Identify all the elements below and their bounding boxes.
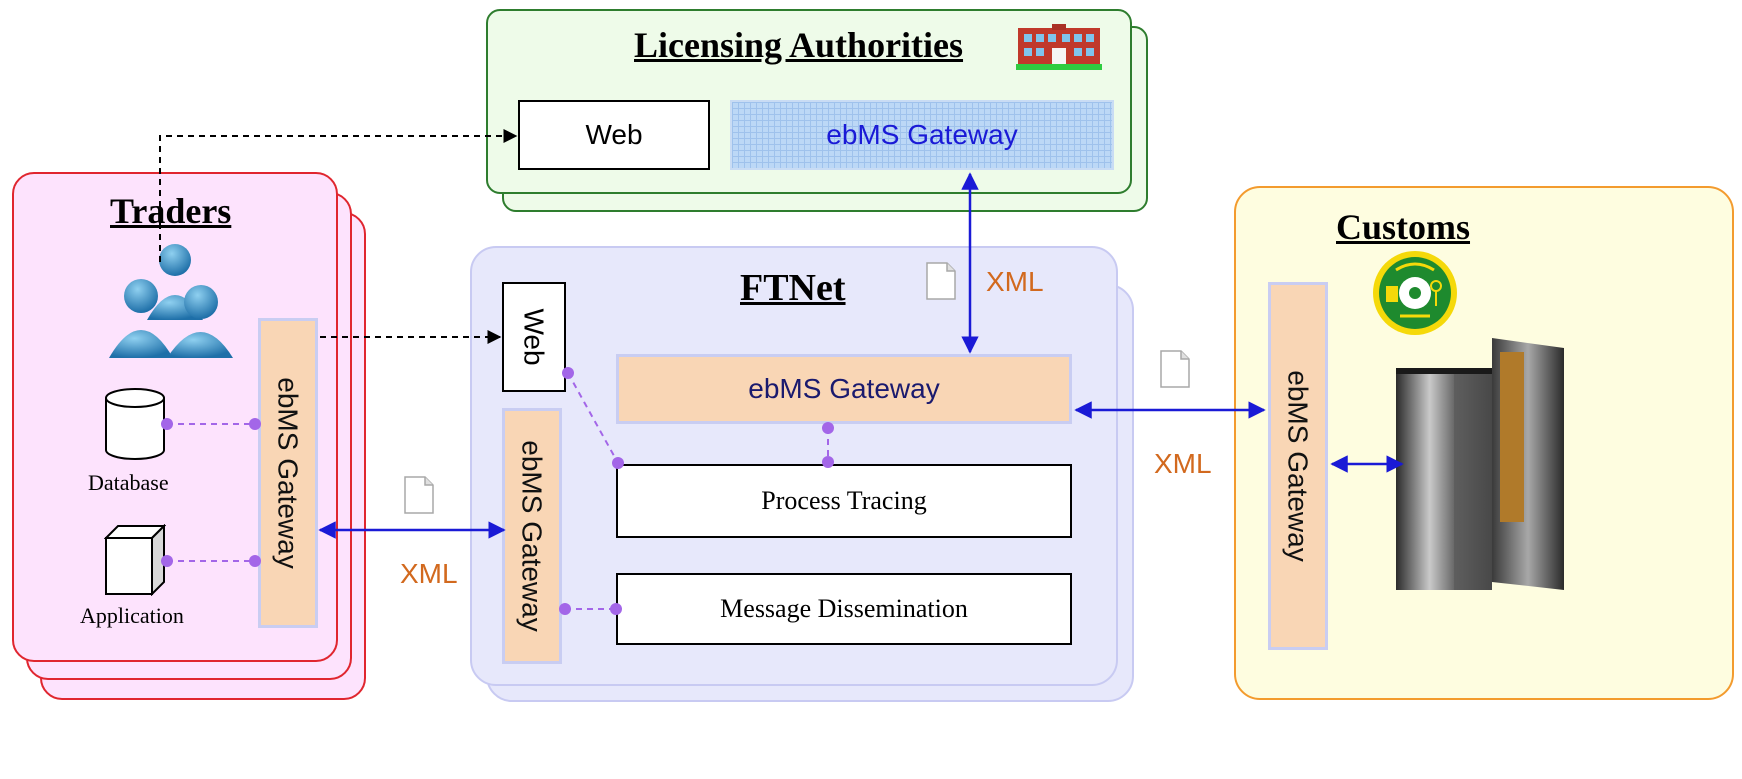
dashed-arrow-traders-to-licensing-web — [159, 129, 518, 262]
ftnet-title: FTNet — [740, 267, 846, 309]
document-icon — [1160, 350, 1190, 388]
dot — [249, 555, 261, 567]
ftnet-ebms-gateway: ebMS Gateway — [616, 354, 1072, 424]
dot — [559, 603, 571, 615]
ftnet-web-box: Web — [502, 282, 566, 392]
dot — [822, 422, 834, 434]
traders-title: Traders — [110, 191, 232, 231]
process-tracing-label: Process Tracing — [761, 486, 927, 515]
link-ftnet-web-process — [567, 372, 619, 464]
xml-label-licensing-ftnet: XML — [986, 266, 1044, 297]
dot — [161, 418, 173, 430]
dot — [612, 457, 624, 469]
message-dissemination-label: Message Dissemination — [720, 594, 968, 623]
dot — [562, 367, 574, 379]
traders-ebms-gateway: ebMS Gateway — [258, 318, 318, 628]
application-cube-icon — [104, 524, 166, 596]
database-label: Database — [88, 470, 169, 495]
dot — [249, 418, 261, 430]
building-icon — [1016, 24, 1102, 70]
mainframe-server-icon — [1396, 338, 1564, 590]
dot — [610, 603, 622, 615]
people-icon — [109, 244, 233, 358]
xml-label-ftnet-customs: XML — [1154, 448, 1212, 479]
licensing-web-label: Web — [585, 119, 643, 150]
customs-title: Customs — [1336, 207, 1471, 247]
dot — [161, 555, 173, 567]
document-icon — [926, 262, 956, 300]
licensing-web-box: Web — [518, 100, 710, 170]
xml-label-traders-ftnet: XML — [400, 558, 458, 589]
message-dissemination-box: Message Dissemination — [616, 573, 1072, 645]
licensing-ebms-gateway: ebMS Gateway — [730, 100, 1114, 170]
licensing-title: Licensing Authorities — [634, 25, 964, 65]
ftnet-gateway-label: ebMS Gateway — [748, 373, 940, 404]
dot — [822, 456, 834, 468]
customs-emblem-icon — [1373, 251, 1457, 335]
process-tracing-box: Process Tracing — [616, 464, 1072, 538]
licensing-gateway-label: ebMS Gateway — [826, 119, 1018, 150]
database-icon — [105, 388, 165, 460]
application-label: Application — [80, 603, 184, 628]
customs-ebms-gateway: ebMS Gateway — [1268, 282, 1328, 650]
document-icon — [404, 476, 434, 514]
